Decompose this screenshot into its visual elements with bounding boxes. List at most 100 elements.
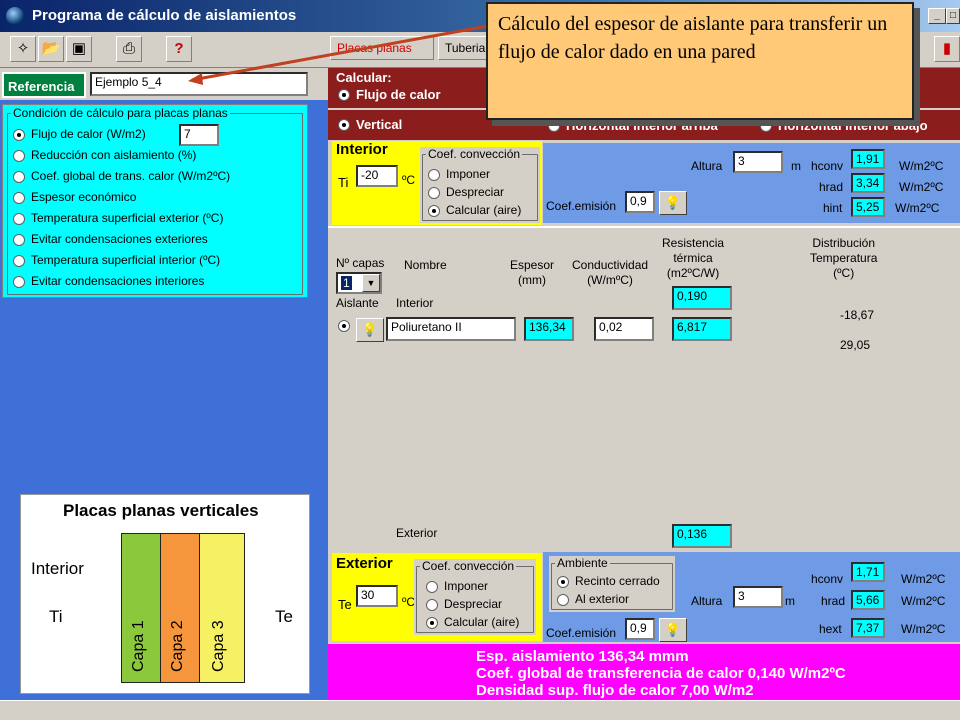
opt-temp-sup-int: Temperatura superficial interior (ºC) (31, 253, 221, 267)
te-unit: ºC (402, 595, 416, 609)
ext-hrad-value: 5,66 (851, 590, 885, 610)
int-hrad-label: hrad (819, 180, 844, 194)
app-icon (6, 7, 24, 25)
ext-altura-unit: m (785, 594, 795, 608)
te-input[interactable]: 30 (356, 585, 398, 607)
minimize-icon[interactable]: _ (928, 8, 946, 24)
layer-nombre-input[interactable]: Poliuretano II (386, 317, 516, 341)
condicion-panel: Condición de cálculo para placas planas … (2, 104, 308, 298)
status-bar (0, 700, 960, 720)
interior-coef-panel: Altura 3 m Coef.emisión 0,9 💡 hconv 1,91… (543, 143, 960, 223)
exterior-conv-group: Coef. convección Imponer Despreciar Calc… (414, 559, 536, 635)
new-file-icon[interactable]: ✧ (10, 36, 36, 62)
ncapas-select[interactable]: 1 ▼ (336, 272, 382, 294)
ext-hconv-value: 1,71 (851, 562, 885, 582)
layer-bulb-icon[interactable]: 💡 (356, 318, 384, 342)
ext-emision-bulb-icon[interactable]: 💡 (659, 618, 687, 642)
int-hint-label: hint (823, 201, 843, 215)
layer-conductividad-input[interactable]: 0,02 (594, 317, 654, 341)
radio-temp-sup-ext[interactable] (13, 213, 25, 225)
header-espesor: Espesor (mm) (510, 258, 555, 287)
header-distribucion: Distribución Temperatura (ºC) (810, 236, 878, 280)
opt-reduccion: Reducción con aislamiento (%) (31, 148, 197, 162)
r-exterior-value: 0,136 (672, 524, 732, 548)
chevron-down-icon[interactable]: ▼ (362, 274, 380, 292)
radio-ext-calcular[interactable] (426, 617, 438, 629)
print-icon[interactable]: ⎙ (116, 36, 142, 62)
radio-int-calcular[interactable] (428, 205, 440, 217)
header-resistencia: Resistencia térmica (m2ºC/W) (662, 236, 725, 280)
ext-hext-unit: W/m2ºC (901, 622, 946, 636)
opt-coef-global: Coef. global de trans. calor (W/m2ºC) (31, 169, 231, 183)
int-altura-label: Altura (691, 159, 723, 173)
calcular-label: Calcular: (336, 70, 392, 85)
int-altura-input[interactable]: 3 (733, 151, 783, 173)
radio-coef-global[interactable] (13, 171, 25, 183)
vertical-label: Vertical (356, 117, 403, 132)
opt-flujo: Flujo de calor (W/m2) (31, 127, 146, 141)
radio-int-imponer[interactable] (428, 169, 440, 181)
callout-arrow-head (188, 73, 203, 85)
int-despreciar-label: Despreciar (446, 185, 505, 199)
wall-diagram: Placas planas verticales Interior Ti Te … (20, 494, 310, 694)
exterior-panel: Exterior Te 30 ºC Coef. convección Impon… (332, 553, 542, 641)
int-hrad-value: 3,34 (851, 173, 885, 193)
radio-cond-ext[interactable] (13, 234, 25, 246)
radio-aislante-1[interactable] (338, 320, 350, 332)
radio-hz-arriba[interactable] (548, 120, 560, 132)
radio-hz-abajo[interactable] (760, 120, 772, 132)
capa-3-bar: Capa 3 (199, 533, 245, 683)
temp-2-value: 29,05 (840, 338, 871, 352)
r-interior-value: 0,190 (672, 286, 732, 310)
radio-flujo[interactable] (13, 129, 25, 141)
exterior-coef-panel: Ambiente Recinto cerrado Al exterior Alt… (543, 552, 960, 642)
interior-conv-group: Coef. convección Imponer Despreciar Calc… (420, 147, 540, 223)
radio-reduccion[interactable] (13, 150, 25, 162)
int-emision-input[interactable]: 0,9 (625, 191, 655, 213)
temp-1-value: -18,67 (840, 308, 875, 322)
open-folder-icon[interactable]: 📂 (38, 36, 64, 62)
ambiente-title: Ambiente (555, 556, 610, 570)
interior-panel: Interior Ti -20 ºC Coef. convección Impo… (332, 141, 542, 225)
ext-hconv-label: hconv (811, 572, 844, 586)
ext-altura-input[interactable]: 3 (733, 586, 783, 608)
ambiente-frame (551, 563, 673, 610)
int-emision-bulb-icon[interactable]: 💡 (659, 191, 687, 215)
ext-hrad-label: hrad (821, 594, 846, 608)
radio-recinto-cerrado[interactable] (557, 576, 569, 588)
int-hint-value: 5,25 (851, 197, 885, 217)
radio-al-exterior[interactable] (557, 594, 569, 606)
radio-int-despreciar[interactable] (428, 187, 440, 199)
radio-espesor-economico[interactable] (13, 192, 25, 204)
maximize-icon[interactable]: □ (946, 8, 960, 24)
results-panel: Esp. aislamiento 136,34 mmm Coef. global… (328, 644, 960, 700)
header-conductividad: Conductividad (W/mºC) (572, 258, 649, 287)
radio-temp-sup-int[interactable] (13, 255, 25, 267)
ext-emision-input[interactable]: 0,9 (625, 618, 655, 640)
radio-ext-imponer[interactable] (426, 581, 438, 593)
radio-ext-despreciar[interactable] (426, 599, 438, 611)
interior-row-label: Interior (396, 296, 434, 310)
ti-input[interactable]: -20 (356, 165, 398, 187)
tab-tuberias[interactable]: Tuberia (438, 36, 488, 60)
exterior-title: Exterior (336, 555, 393, 572)
interior-conv-title: Coef. convección (426, 147, 523, 161)
ext-despreciar-label: Despreciar (444, 597, 503, 611)
radio-cond-int[interactable] (13, 276, 25, 288)
callout-arrow-line (191, 24, 489, 82)
condicion-title: Condición de cálculo para placas planas (11, 106, 230, 120)
save-disk-icon[interactable]: ▣ (66, 36, 92, 62)
exterior-conv-title: Coef. convección (420, 559, 517, 573)
result-espesor: Esp. aislamiento 136,34 mmm (476, 648, 689, 665)
radio-vertical[interactable] (338, 119, 350, 131)
flujo-input[interactable]: 7 (179, 124, 219, 146)
te-label: Te (338, 597, 352, 612)
ti-unit: ºC (402, 173, 416, 187)
diagram-interior-label: Interior (31, 559, 84, 578)
help-icon[interactable]: ? (166, 36, 192, 62)
window-title: Programa de cálculo de aislamientos (32, 7, 297, 24)
interior-title: Interior (336, 141, 388, 158)
radio-calc-flujo[interactable] (338, 89, 350, 101)
ext-hconv-unit: W/m2ºC (901, 572, 946, 586)
